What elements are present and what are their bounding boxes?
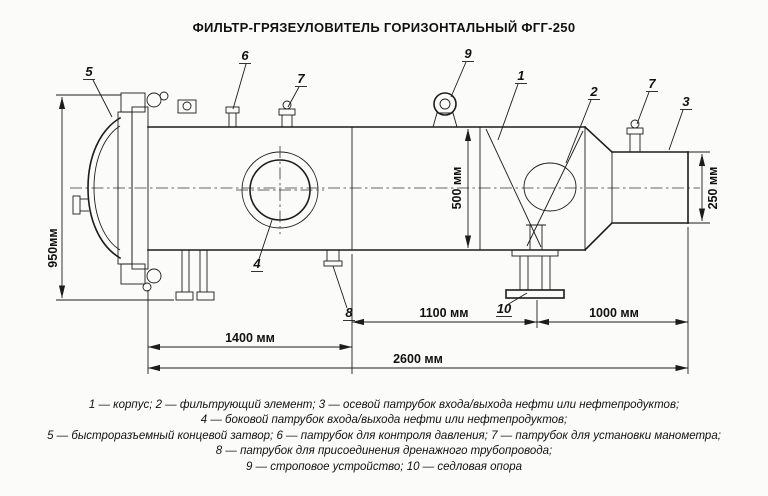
side-nozzle (236, 146, 324, 234)
callouts: 5 6 7 9 1 2 7 3 4 (83, 46, 692, 321)
callout-leader-3 (668, 109, 684, 151)
callout-8: 8 (345, 305, 353, 320)
dim-1000: 1000 мм (589, 306, 639, 320)
hinge-pin-top (146, 92, 162, 108)
closure-bolt-bottom (120, 263, 146, 285)
callout-5: 5 (85, 64, 93, 79)
manometer-nozzle-right (626, 119, 644, 152)
callout-2: 2 (589, 84, 598, 99)
dim-1100: 1100 мм (419, 306, 468, 320)
pressure-control-nozzle (225, 106, 240, 127)
legend-line-3: 5 — быстроразъемный концевой затвор; 6 —… (47, 429, 721, 442)
callout-leader-6 (232, 63, 247, 110)
dim-2600: 2600 мм (393, 352, 443, 366)
callout-6: 6 (241, 48, 249, 63)
cone-and-axial-nozzle (583, 125, 689, 252)
saddle-support (505, 249, 565, 299)
vessel-shell (147, 126, 586, 251)
callout-3: 3 (682, 94, 690, 109)
dim-body-diameter: 500 мм (450, 167, 464, 210)
drawing-title: ФИЛЬТР-ГРЯЗЕУЛОВИТЕЛЬ ГОРИЗОНТАЛЬНЫЙ ФГГ… (192, 20, 576, 35)
manometer-nozzle-left (278, 100, 296, 127)
callout-7-left: 7 (297, 71, 305, 86)
dim-1400: 1400 мм (225, 331, 275, 345)
callout-leader-10 (506, 292, 528, 306)
callout-leader-7-right (636, 91, 650, 125)
legend-line-2: 4 — боковой патрубок входа/выхода нефти … (200, 414, 568, 427)
davit-bracket (177, 99, 197, 114)
dim-nozzle-diameter: 250 мм (706, 167, 720, 210)
legend-line-1: 1 — корпус; 2 — фильтрующий элемент; 3 —… (88, 399, 680, 411)
callout-leader-2 (565, 99, 592, 164)
callout-10: 10 (497, 301, 512, 316)
callout-7-right: 7 (648, 76, 656, 91)
closure-bolt-top (120, 92, 146, 113)
left-support (175, 250, 215, 301)
legend-line-4: 8 — патрубок для присоединения дренажног… (215, 445, 553, 458)
head-side-stub (72, 195, 81, 215)
callout-1: 1 (517, 68, 524, 83)
shell-flange-ring (131, 106, 149, 270)
dim-height-overall: 950мм (46, 228, 60, 267)
callout-leader-8 (332, 265, 348, 309)
callout-leader-4 (258, 219, 273, 260)
filter-element (485, 128, 584, 251)
callout-4: 4 (252, 256, 261, 271)
callout-leader-9 (450, 61, 467, 98)
callout-leader-7-left (287, 86, 300, 108)
legend-line-5: 9 — строповое устройство; 10 — седловая … (245, 460, 523, 473)
hinge-pin-bottom (146, 268, 162, 284)
callout-9: 9 (464, 46, 472, 61)
end-closure-head (72, 91, 197, 292)
callout-leader-1 (497, 83, 519, 141)
drain-nozzle (323, 250, 343, 267)
lifting-lug (432, 92, 458, 128)
callout-leader-5 (92, 79, 113, 118)
legend: 1 — корпус; 2 — фильтрующий элемент; 3 —… (0, 398, 768, 475)
dimensions: 950мм 500 мм 250 мм 1100 мм 1000 мм 1400… (46, 94, 720, 374)
